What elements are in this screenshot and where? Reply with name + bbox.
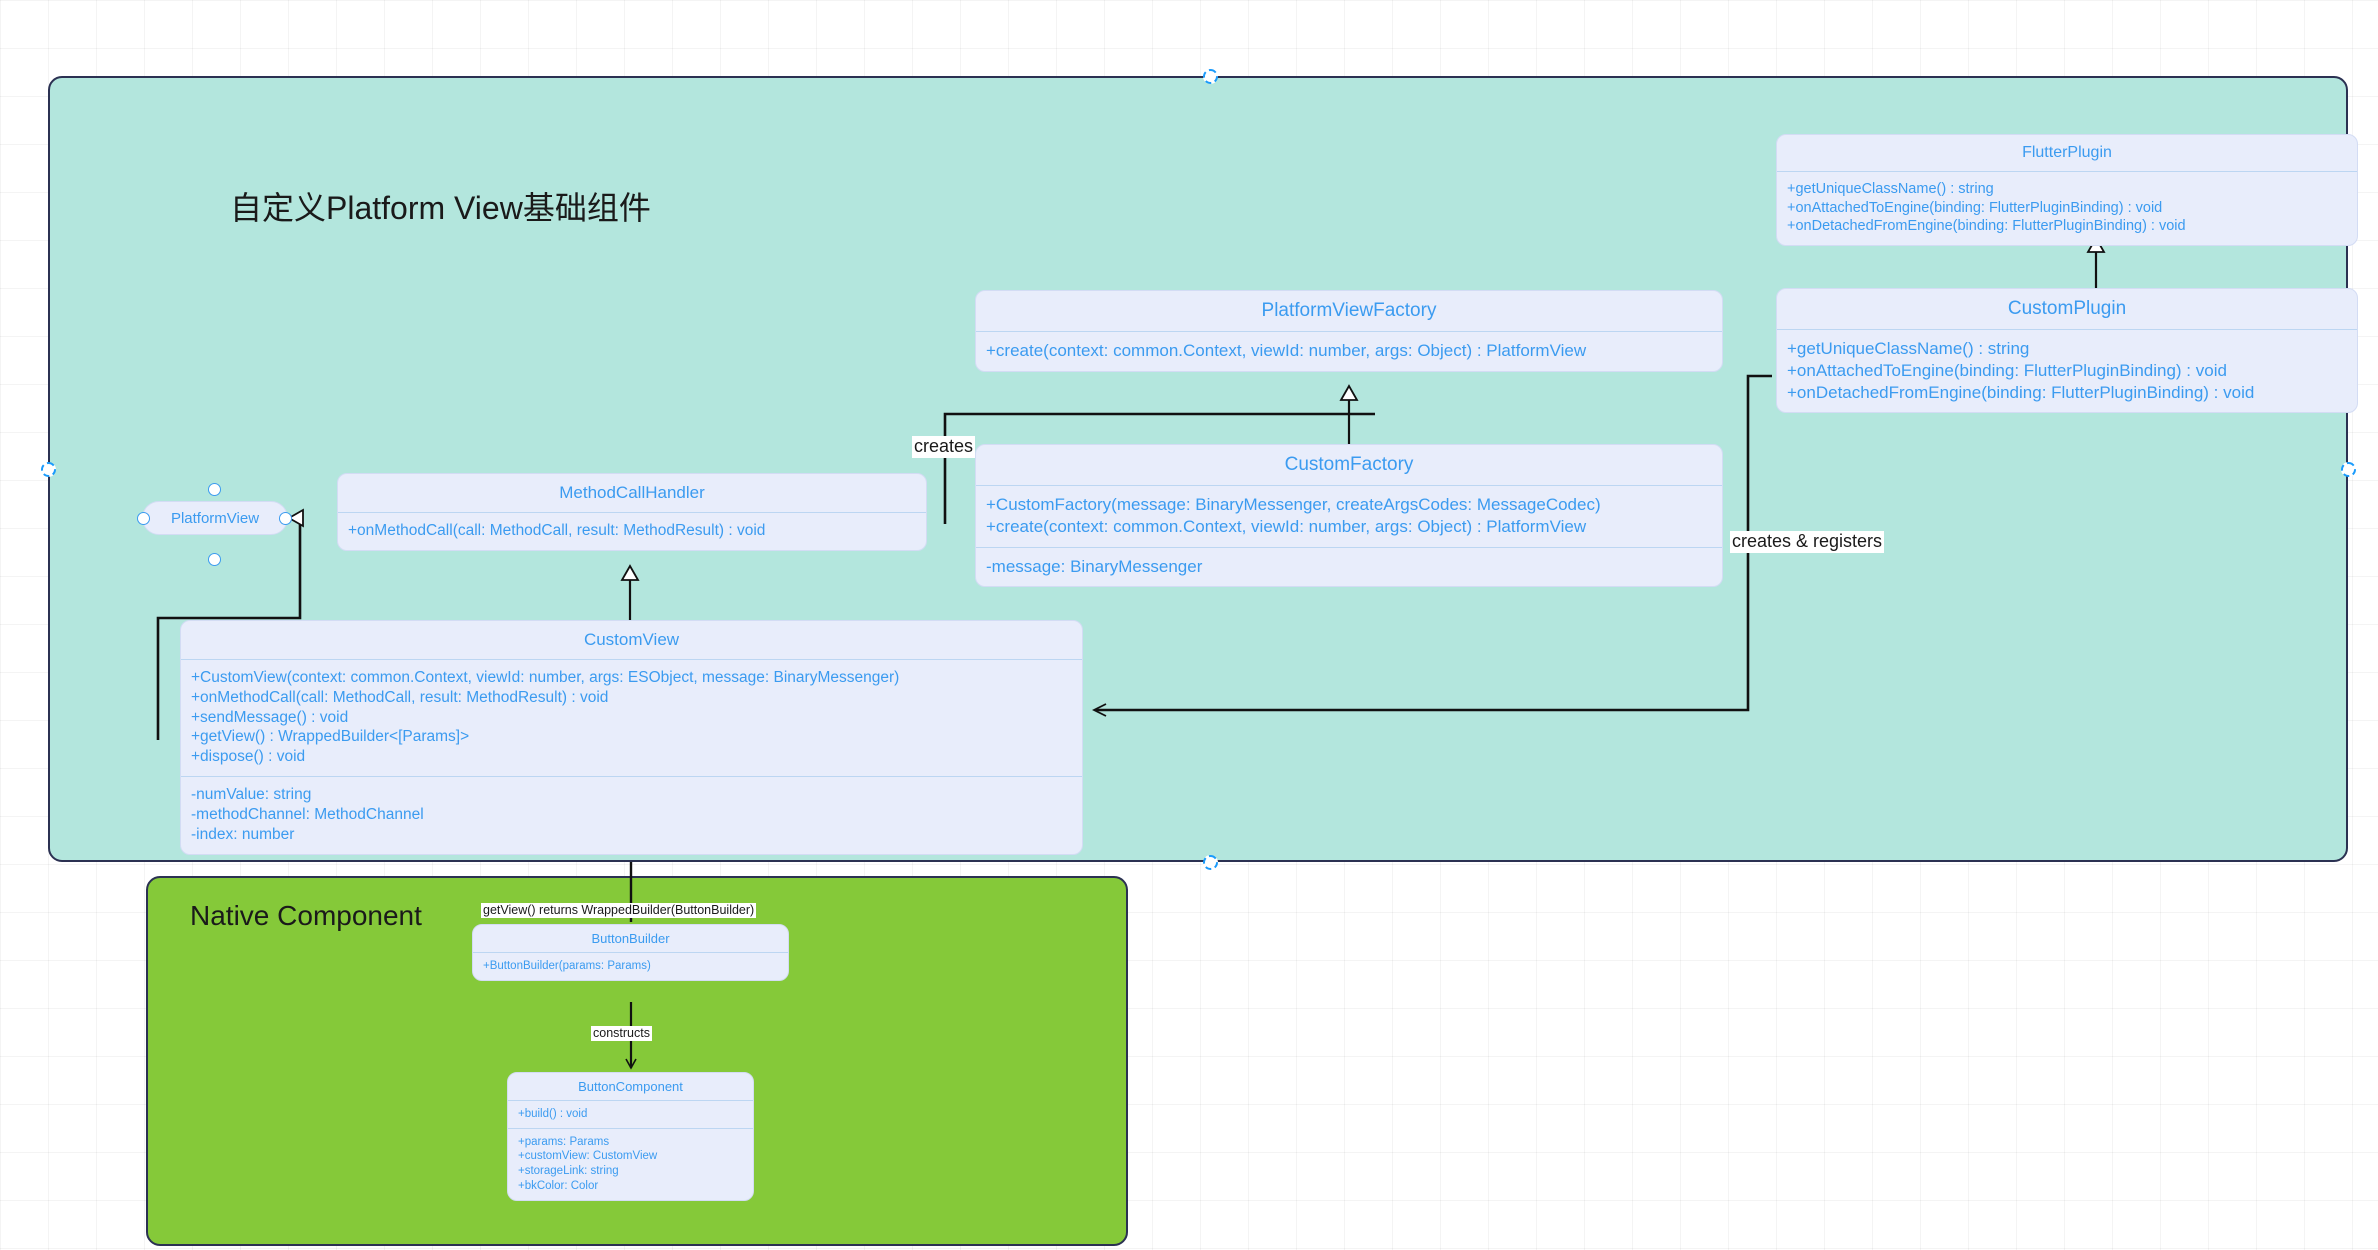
class-methods-methodcallhandler: +onMethodCall(call: MethodCall, result: … xyxy=(338,513,926,550)
connection-port-right[interactable] xyxy=(279,512,292,525)
class-title-customfactory: CustomFactory xyxy=(1284,454,1414,475)
method-row: +onMethodCall(call: MethodCall, result: … xyxy=(348,522,766,539)
field-row: +customView: CustomView xyxy=(518,1150,658,1163)
class-box-customfactory[interactable]: CustomFactory +CustomFactory(message: Bi… xyxy=(975,444,1723,588)
class-separator xyxy=(976,546,1722,548)
class-box-methodcallhandler[interactable]: MethodCallHandler +onMethodCall(call: Me… xyxy=(337,473,927,551)
connection-port-bottom[interactable] xyxy=(208,553,221,566)
class-box-platformview-interface[interactable]: PlatformView xyxy=(142,501,288,535)
class-box-buttonbuilder[interactable]: ButtonBuilder +ButtonBuilder(params: Par… xyxy=(472,924,789,981)
connection-port-top[interactable] xyxy=(208,483,221,496)
method-row: +build() : void xyxy=(518,1108,588,1120)
method-row: +dispose() : void xyxy=(191,748,306,766)
class-separator xyxy=(508,1100,753,1101)
resize-handle-left[interactable] xyxy=(41,462,56,477)
method-row: +ButtonBuilder(params: Params) xyxy=(483,960,651,972)
method-row: +CustomView(context: common.Context, vie… xyxy=(191,669,900,686)
method-row: +onDetachedFromEngine(binding: FlutterPl… xyxy=(1787,382,2255,402)
edge-label-creates-registers: creates & registers xyxy=(1730,531,1885,553)
method-row: +getUniqueClassName() : string xyxy=(1787,181,1994,197)
class-title-buttonbuilder: ButtonBuilder xyxy=(591,931,670,946)
method-row: +getUniqueClassName() : string xyxy=(1787,339,2030,358)
method-row: +create(context: common.Context, viewId:… xyxy=(986,516,1587,536)
field-row: -numValue: string xyxy=(191,786,312,804)
platform-view-container-title: 自定义Platform View基础组件 xyxy=(230,190,651,226)
class-fields-buttoncomponent: +params: Params +customView: CustomView … xyxy=(508,1129,753,1200)
method-row: +onAttachedToEngine(binding: FlutterPlug… xyxy=(1787,199,2163,216)
class-separator xyxy=(976,331,1722,332)
resize-handle-right[interactable] xyxy=(2341,462,2356,477)
class-box-customview[interactable]: CustomView +CustomView(context: common.C… xyxy=(180,620,1083,855)
class-methods-customplugin: +getUniqueClassName() : string +onAttach… xyxy=(1777,330,2357,412)
edge-label-creates: creates xyxy=(912,436,976,458)
field-row: -methodChannel: MethodChannel xyxy=(191,805,424,823)
class-fields-customfactory: -message: BinaryMessenger xyxy=(976,548,1722,587)
class-separator xyxy=(1777,329,2357,330)
method-row: +onMethodCall(call: MethodCall, result: … xyxy=(191,688,609,706)
class-title-buttoncomponent: ButtonComponent xyxy=(578,1079,683,1094)
class-methods-flutterplugin: +getUniqueClassName() : string +onAttach… xyxy=(1777,172,2357,245)
edge-label-getview-returns: getView() returns WrappedBuilder(ButtonB… xyxy=(481,903,757,918)
class-title-platformviewfactory: PlatformViewFactory xyxy=(1261,300,1437,321)
class-title-customplugin: CustomPlugin xyxy=(2007,298,2127,319)
method-row: +CustomFactory(message: BinaryMessenger,… xyxy=(986,495,1601,514)
method-row: +sendMessage() : void xyxy=(191,708,349,726)
class-methods-platformviewfactory: +create(context: common.Context, viewId:… xyxy=(976,332,1722,371)
field-row: -message: BinaryMessenger xyxy=(986,556,1203,576)
class-separator xyxy=(508,1127,753,1129)
field-row: -index: number xyxy=(191,825,295,843)
class-title-customview: CustomView xyxy=(583,630,680,649)
class-box-buttoncomponent[interactable]: ButtonComponent +build() : void +params:… xyxy=(507,1072,754,1201)
class-separator xyxy=(976,485,1722,486)
class-title-methodcallhandler: MethodCallHandler xyxy=(559,483,705,502)
method-row: +create(context: common.Context, viewId:… xyxy=(986,341,1587,360)
class-separator xyxy=(181,776,1082,778)
class-fields-customview: -numValue: string -methodChannel: Method… xyxy=(181,777,1082,853)
method-row: +getView() : WrappedBuilder<[Params]> xyxy=(191,728,470,746)
class-methods-buttoncomponent: +build() : void xyxy=(508,1101,753,1128)
class-box-customplugin[interactable]: CustomPlugin +getUniqueClassName() : str… xyxy=(1776,288,2358,414)
class-box-platformviewfactory[interactable]: PlatformViewFactory +create(context: com… xyxy=(975,290,1723,372)
class-methods-buttonbuilder: +ButtonBuilder(params: Params) xyxy=(473,953,788,980)
class-separator xyxy=(1777,171,2357,172)
class-separator xyxy=(181,659,1082,660)
field-row: +bkColor: Color xyxy=(518,1179,599,1192)
field-row: +storageLink: string xyxy=(518,1165,619,1178)
class-box-flutterplugin[interactable]: FlutterPlugin +getUniqueClassName() : st… xyxy=(1776,134,2358,246)
connection-port-left[interactable] xyxy=(137,512,150,525)
class-methods-customview: +CustomView(context: common.Context, vie… xyxy=(181,660,1082,776)
resize-handle-top[interactable] xyxy=(1203,69,1218,84)
class-title-flutterplugin: FlutterPlugin xyxy=(2022,144,2112,161)
resize-handle-bottom[interactable] xyxy=(1203,855,1218,870)
class-title-platformview: PlatformView xyxy=(170,509,260,527)
method-row: +onDetachedFromEngine(binding: FlutterPl… xyxy=(1787,218,2186,235)
class-separator xyxy=(338,512,926,513)
class-separator xyxy=(473,952,788,953)
edge-label-constructs: constructs xyxy=(591,1026,652,1041)
class-methods-customfactory: +CustomFactory(message: BinaryMessenger,… xyxy=(976,486,1722,547)
method-row: +onAttachedToEngine(binding: FlutterPlug… xyxy=(1787,360,2227,380)
native-component-title: Native Component xyxy=(190,900,422,931)
field-row: +params: Params xyxy=(518,1135,610,1148)
